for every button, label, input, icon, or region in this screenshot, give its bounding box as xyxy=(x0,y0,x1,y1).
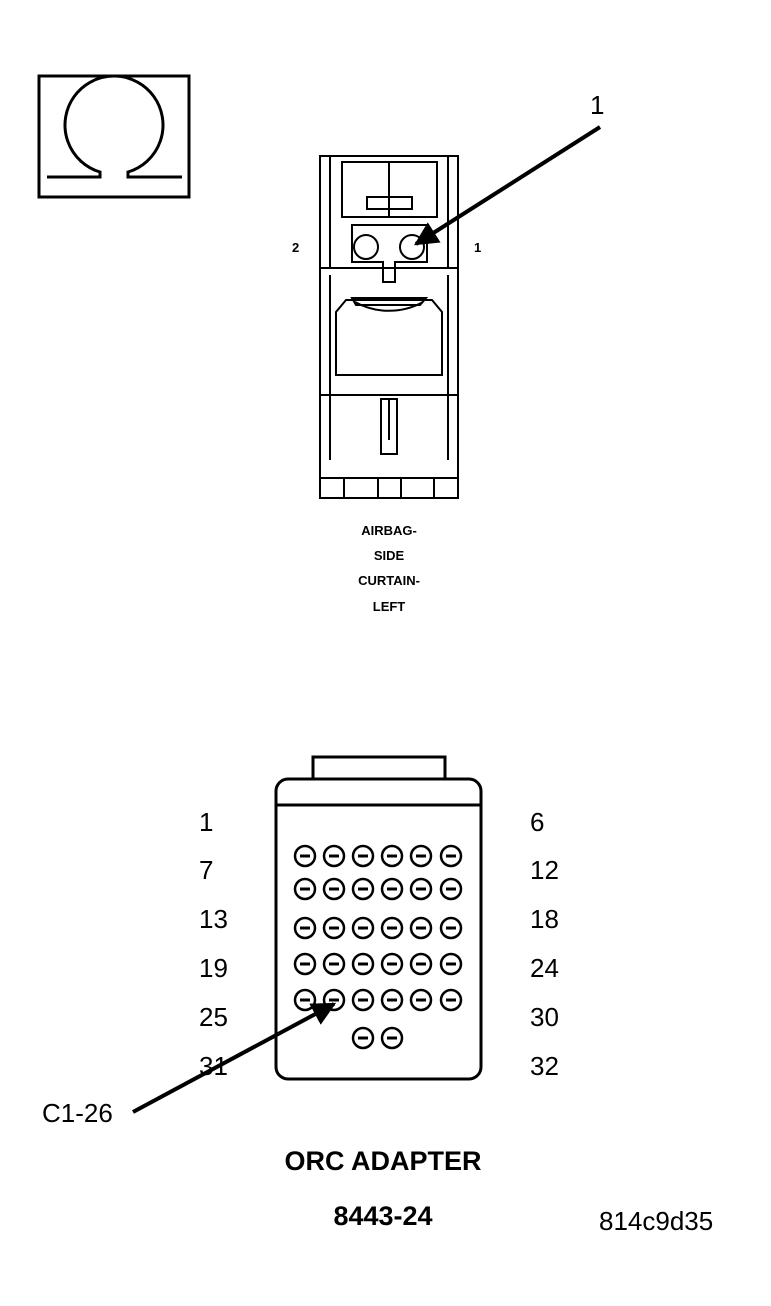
pin-cavity xyxy=(351,952,375,976)
left-pin-label: 13 xyxy=(199,904,228,934)
pin-cavity xyxy=(293,877,317,901)
orc-adapter-connector xyxy=(274,755,483,1081)
caption-line-1: AIRBAG- xyxy=(361,523,417,538)
pin-cavity xyxy=(439,877,463,901)
pin-cavity xyxy=(293,988,317,1012)
right-pin-label: 12 xyxy=(530,855,559,885)
pin-cavity xyxy=(380,877,404,901)
pin-cavity xyxy=(293,844,317,868)
pin-2-circle xyxy=(353,234,379,260)
pin-cavity xyxy=(409,916,433,940)
caption-line-3: CURTAIN- xyxy=(358,573,420,588)
callout-label-1: 1 xyxy=(590,90,604,120)
pin-cavity xyxy=(351,877,375,901)
right-pin-label: 6 xyxy=(530,807,544,837)
pin-cavity xyxy=(322,877,346,901)
right-pin-label: 18 xyxy=(530,904,559,934)
pin-cavity xyxy=(322,952,346,976)
pin-grid xyxy=(293,844,463,1050)
pin-1-label: 1 xyxy=(474,240,481,255)
pin-cavity xyxy=(380,916,404,940)
pin-cavity xyxy=(409,952,433,976)
pin-cavity xyxy=(380,1026,404,1050)
pin-cavity xyxy=(351,988,375,1012)
pin-cavity xyxy=(409,877,433,901)
reference-code: 814c9d35 xyxy=(599,1206,713,1236)
pin-cavity xyxy=(322,844,346,868)
left-pin-label: 25 xyxy=(199,1002,228,1032)
left-pin-label: 31 xyxy=(199,1051,228,1081)
pin-1-circle xyxy=(399,234,425,260)
pin-cavity xyxy=(409,844,433,868)
pin-cavity xyxy=(322,916,346,940)
pin-cavity xyxy=(351,916,375,940)
adapter-title: ORC ADAPTER xyxy=(284,1146,481,1176)
pin-cavity xyxy=(351,844,375,868)
airbag-connector xyxy=(319,155,459,499)
right-pin-label: 30 xyxy=(530,1002,559,1032)
pin-cavity xyxy=(380,988,404,1012)
pin-cavity xyxy=(439,916,463,940)
callout-arrow-1 xyxy=(413,125,602,246)
pin-cavity xyxy=(380,844,404,868)
pin-cavity xyxy=(439,844,463,868)
pin-cavity xyxy=(439,952,463,976)
pin-cavity xyxy=(351,1026,375,1050)
right-pin-label: 32 xyxy=(530,1051,559,1081)
left-pin-label: 19 xyxy=(199,953,228,983)
left-pin-label: 1 xyxy=(199,807,213,837)
pin-cavity xyxy=(439,988,463,1012)
left-pin-label: 7 xyxy=(199,855,213,885)
pin-cavity xyxy=(380,952,404,976)
adapter-part-number: 8443-24 xyxy=(333,1201,432,1231)
pin-cavity xyxy=(293,952,317,976)
pin-2-label: 2 xyxy=(292,240,299,255)
right-pin-label: 24 xyxy=(530,953,559,983)
caption-line-4: LEFT xyxy=(373,599,406,614)
pin-cavity xyxy=(409,988,433,1012)
ohm-icon xyxy=(37,74,191,199)
callout-arrow-c1-26 xyxy=(132,1002,337,1114)
pin-cavity xyxy=(293,916,317,940)
callout-label-c1-26: C1-26 xyxy=(42,1098,113,1128)
caption-line-2: SIDE xyxy=(374,548,405,563)
